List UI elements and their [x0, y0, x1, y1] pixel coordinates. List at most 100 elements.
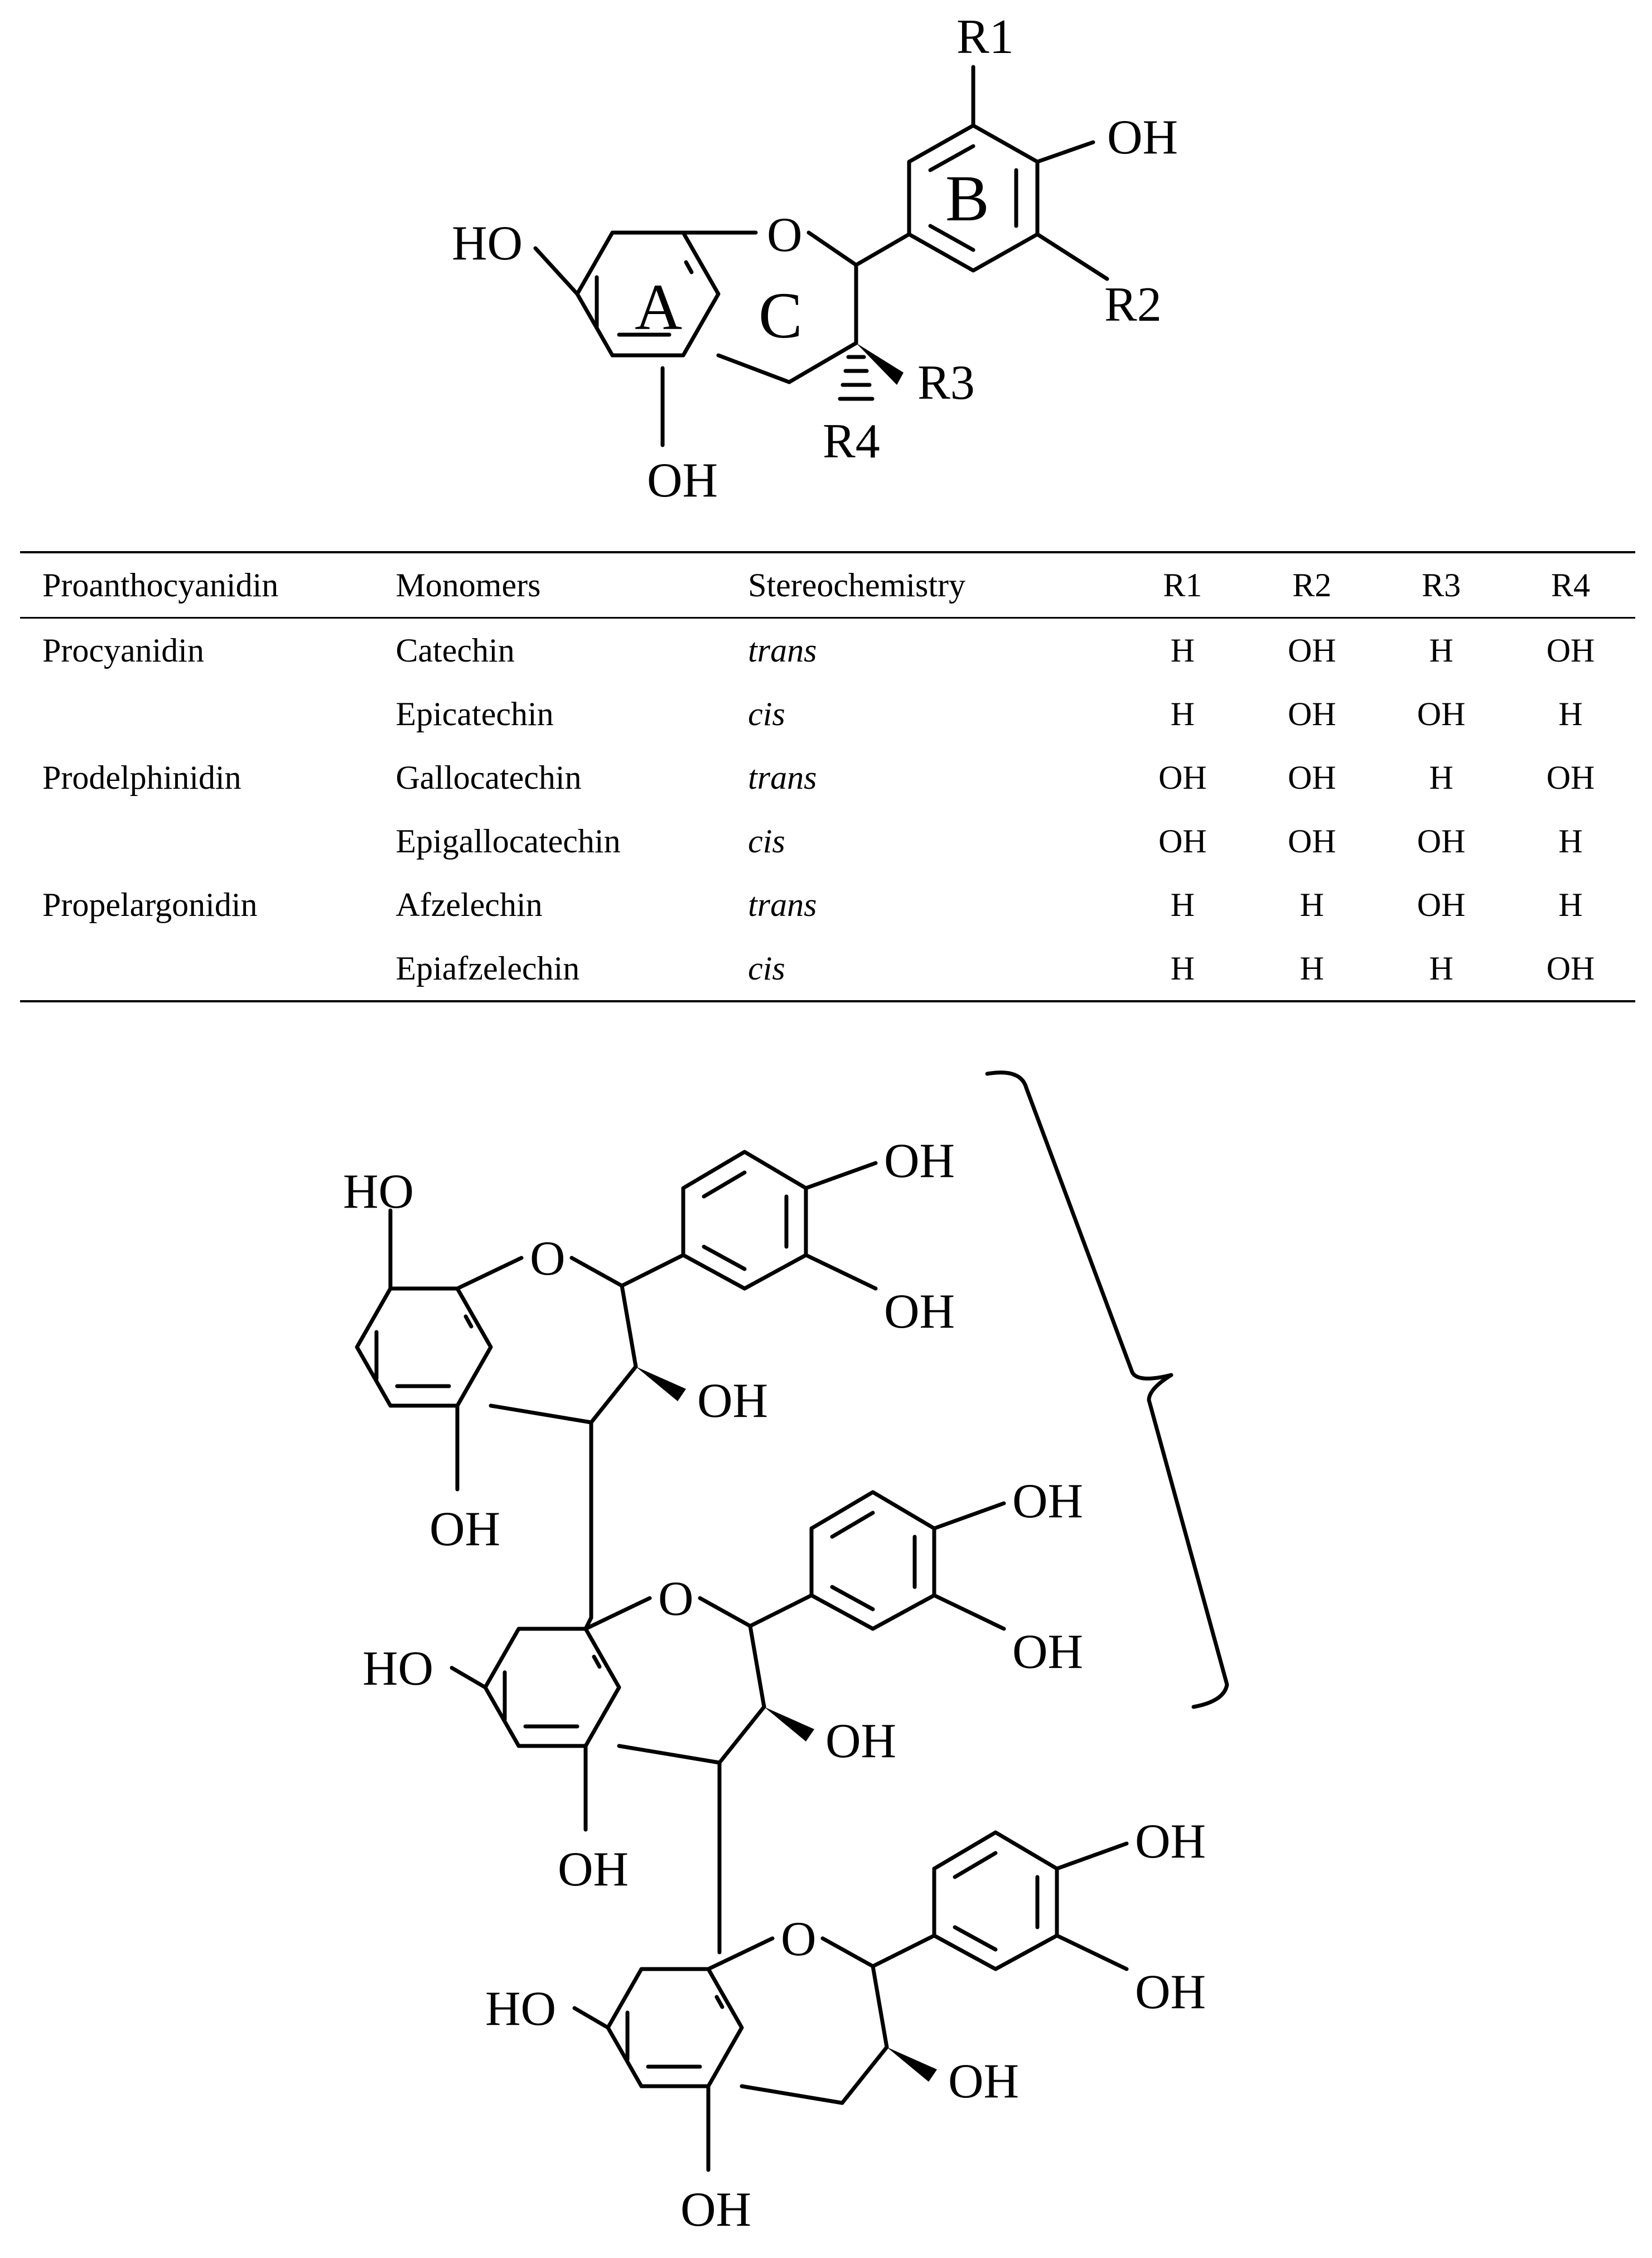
- unit-1-oh-b2-label: OH: [884, 1285, 955, 1339]
- unit-2-ring-b-inner-3: [830, 1585, 875, 1612]
- header-r4: R4: [1551, 566, 1591, 604]
- r2-label: R2: [1104, 278, 1162, 332]
- unit-1-oxygen-label: O: [530, 1232, 566, 1286]
- monomer-table-container: Proanthocyanidin Monomers Stereochemistr…: [20, 551, 1635, 1002]
- unit-3-ring-c-1: [706, 1936, 775, 1971]
- cell-r2: H: [1300, 949, 1324, 987]
- unit-3-oh-b1-bond: [1055, 1841, 1129, 1871]
- cell-r2: OH: [1287, 759, 1336, 796]
- unit-2-oh-b2-bond: [932, 1593, 1006, 1631]
- cell-r4: H: [1558, 822, 1583, 860]
- ring-label-a: A: [635, 271, 682, 344]
- cell-r4: H: [1558, 695, 1583, 732]
- ring-c-bond-2: [806, 230, 858, 267]
- interflavan-bond-1b: [583, 1615, 593, 1631]
- oh-label-bottom: OH: [647, 453, 718, 508]
- cell-class: [20, 809, 373, 873]
- unit-3-ring-c-4: [840, 2045, 889, 2105]
- cell-class: [20, 682, 373, 746]
- unit-1-ring-c-4: [589, 1364, 638, 1425]
- unit-2-oh-bottom-label: OH: [558, 1842, 629, 1897]
- header-r2: R2: [1292, 566, 1332, 604]
- cell-stereo: cis: [748, 695, 785, 732]
- cell-r4: OH: [1546, 759, 1595, 796]
- unit-2-oh-c3-label: OH: [825, 1714, 896, 1768]
- cell-stereo: cis: [748, 949, 785, 987]
- unit-1-ring-c-2: [569, 1256, 624, 1288]
- table-row: Epiafzelechin cis H H H OH: [20, 937, 1635, 1001]
- unit-3-ring-a-inner-1: [714, 1995, 724, 2009]
- hashed-bond-r4: [838, 355, 875, 401]
- ring-c-bond-4: [787, 341, 858, 384]
- header-r1: R1: [1163, 566, 1202, 604]
- cell-class: Propelargonidin: [42, 886, 258, 923]
- table-row: Prodelphinidin Gallocatechin trans OH OH…: [20, 746, 1635, 809]
- cell-r3: OH: [1417, 886, 1466, 923]
- unit-1-ring-b-inner-1: [702, 1170, 747, 1199]
- cell-monomer: Epicatechin: [395, 695, 554, 732]
- cell-r2: OH: [1287, 695, 1336, 732]
- ring-label-c: C: [759, 279, 803, 352]
- ho-bond: [533, 246, 579, 296]
- unit-3-wedge-oh: [887, 2047, 937, 2082]
- cell-r1: H: [1170, 631, 1195, 669]
- unit-2-ring-c-4: [717, 1705, 766, 1765]
- unit-2-ho-label: HO: [363, 1642, 433, 1696]
- unit-1-ring-c-5: [489, 1403, 593, 1425]
- table-row: Propelargonidin Afzelechin trans H H OH …: [20, 873, 1635, 937]
- cell-r1: OH: [1158, 759, 1207, 796]
- ring-b-inner-1: [928, 144, 975, 172]
- cell-r1: H: [1170, 695, 1195, 732]
- header-r3: R3: [1422, 566, 1461, 604]
- unit-2-oh-b1-label: OH: [1012, 1474, 1083, 1528]
- cell-monomer: Epiafzelechin: [395, 949, 580, 987]
- unit-3-oh-b2-bond: [1055, 1933, 1129, 1971]
- cell-class: Prodelphinidin: [42, 759, 241, 796]
- wedge-bond-r3: [856, 343, 904, 385]
- unit-3-c2-b-bond: [871, 1933, 936, 1968]
- cell-r3: OH: [1417, 695, 1466, 732]
- cell-class: Procyanidin: [42, 631, 204, 669]
- unit-3-ring-c-5: [740, 2084, 844, 2105]
- cell-r2: H: [1300, 886, 1324, 923]
- ring-b-inner-3: [928, 224, 975, 252]
- r3-label: R3: [917, 356, 975, 410]
- cell-r2: OH: [1287, 822, 1336, 860]
- unit-3-oh-c3-label: OH: [948, 2054, 1019, 2109]
- cell-r3: H: [1429, 949, 1453, 987]
- oh-label-b-ring: OH: [1107, 110, 1178, 165]
- cell-r3: H: [1429, 631, 1453, 669]
- flavan-3-ol-monomer-structure: A C B O HO OH OH R1 R2 R3 R4: [452, 10, 1178, 508]
- cell-r4: H: [1558, 886, 1583, 923]
- unit-1-oh-c3-label: OH: [697, 1374, 768, 1428]
- cell-monomer: Epigallocatechin: [395, 822, 621, 860]
- unit-2-ring-c-3: [748, 1624, 766, 1709]
- cell-stereo: trans: [748, 759, 817, 796]
- unit-2-ring-b-inner-1: [830, 1511, 875, 1539]
- unit-2-ho-bond: [450, 1666, 487, 1690]
- header-proanthocyanidin: Proanthocyanidin: [42, 566, 279, 604]
- cell-r1: OH: [1158, 822, 1207, 860]
- cell-monomer: Catechin: [395, 631, 515, 669]
- unit-1-oh-b1-bond: [804, 1161, 878, 1190]
- unit-2-oxygen-label: O: [658, 1572, 694, 1626]
- cell-r3: H: [1429, 759, 1453, 796]
- unit-1-ring-b-inner-3: [702, 1244, 747, 1271]
- unit-2-ring-c-2: [698, 1596, 752, 1628]
- r4-label: R4: [823, 414, 880, 469]
- cell-monomer: Gallocatechin: [395, 759, 582, 796]
- r2-bond: [1035, 232, 1109, 281]
- unit-1-ring-a-inner-1: [463, 1314, 474, 1329]
- r1-label: R1: [957, 10, 1014, 64]
- unit-3-ring-b-inner-1: [953, 1851, 998, 1879]
- unit-2-oh-b1-bond: [932, 1501, 1006, 1531]
- unit-2-ring-c-5: [617, 1744, 722, 1765]
- unit-1-oh-bottom-label: OH: [429, 1502, 500, 1556]
- unit-2-ring-c-1: [583, 1596, 652, 1631]
- ring-label-b: B: [945, 162, 989, 235]
- unit-2-wedge-oh: [764, 1707, 814, 1741]
- ho-label: HO: [452, 216, 523, 271]
- unit-1-c2-b-bond: [620, 1253, 685, 1288]
- oh-b-bond: [1035, 140, 1095, 164]
- unit-1-ho-label: HO: [343, 1165, 414, 1219]
